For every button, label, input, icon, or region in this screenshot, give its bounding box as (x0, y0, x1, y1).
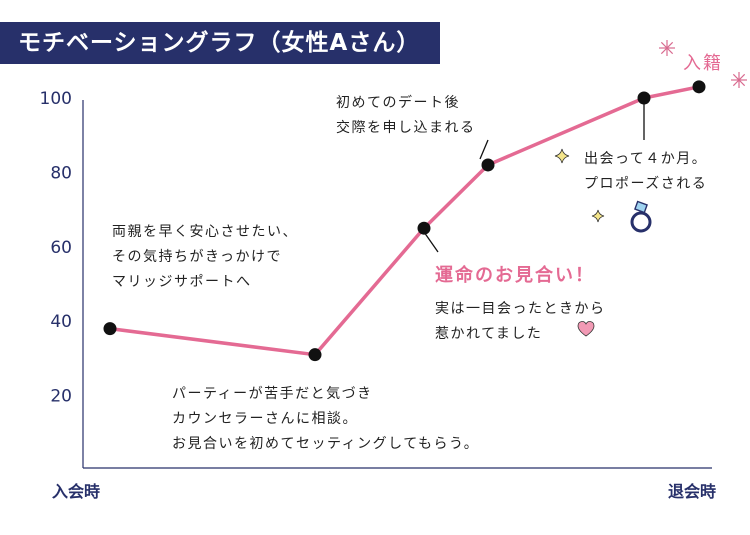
data-point (417, 221, 431, 235)
y-tick-label: 100 (40, 89, 72, 109)
starburst-icon (731, 72, 747, 88)
x-end-labels: 入会時 退会時 (52, 482, 716, 501)
starburst-ray (738, 73, 746, 81)
annotation-line: 初めてのデート後 (336, 94, 460, 111)
sparkle-icon (591, 209, 605, 223)
leader-line (479, 139, 489, 160)
starburst-ray (666, 41, 674, 49)
y-tick-label: 40 (50, 312, 72, 332)
starburst-ray (660, 47, 668, 55)
data-point (308, 348, 322, 362)
starburst-ray (660, 41, 668, 49)
annotation-line: カウンセラーさんに相談。 (172, 411, 358, 427)
data-point (103, 322, 117, 336)
annotation-emphasis: 入籍 (683, 53, 723, 74)
ring-icon (630, 211, 652, 233)
series-line (108, 85, 701, 357)
annotation-line: 出会って４か月。 (584, 151, 707, 167)
annotation-line: 交際を申し込まれる (336, 119, 476, 136)
annotation-line: 実は一目会ったときから (435, 301, 606, 317)
annotation-line: お見合いを初めてセッティングしてもらう。 (172, 435, 479, 452)
annotation-line: パーティーが苦手だと気づき (172, 386, 373, 402)
starburst-ray (732, 73, 740, 81)
sparkle-icon (554, 148, 570, 164)
decorations (554, 40, 747, 337)
annotations: 両親を早く安心させたい、その気持ちがきっかけでマリッジサポートへパーティーが苦手… (112, 53, 723, 452)
annotation-line: プロポーズされる (584, 176, 707, 192)
heart-icon (577, 321, 595, 337)
y-tick-labels: 100 80 60 40 20 (40, 89, 72, 407)
chart-title: モチベーショングラフ（女性Aさん） (0, 22, 440, 64)
x-start-label: 入会時 (52, 482, 100, 501)
annotation-line: マリッジサポートへ (112, 274, 252, 290)
starburst-ray (738, 79, 746, 87)
starburst-ray (666, 47, 674, 55)
series-group (103, 80, 706, 362)
data-point (692, 80, 706, 94)
annotation-line: 惹かれてました (435, 326, 542, 342)
annotation-emphasis: 運命のお見合い！ (435, 264, 595, 286)
y-tick-label: 60 (50, 238, 72, 258)
leader-line (423, 231, 439, 253)
y-tick-label: 20 (50, 387, 72, 407)
axes (82, 100, 712, 469)
starburst-ray (732, 79, 740, 87)
data-point (481, 158, 495, 172)
ring-gem-icon (634, 200, 648, 214)
annotation-line: 両親を早く安心させたい、 (112, 224, 298, 240)
annotation-line: その気持ちがきっかけで (112, 249, 282, 265)
starburst-icon (659, 40, 675, 56)
y-tick-label: 80 (50, 163, 72, 183)
data-point (637, 91, 651, 105)
x-end-label: 退会時 (668, 482, 716, 501)
